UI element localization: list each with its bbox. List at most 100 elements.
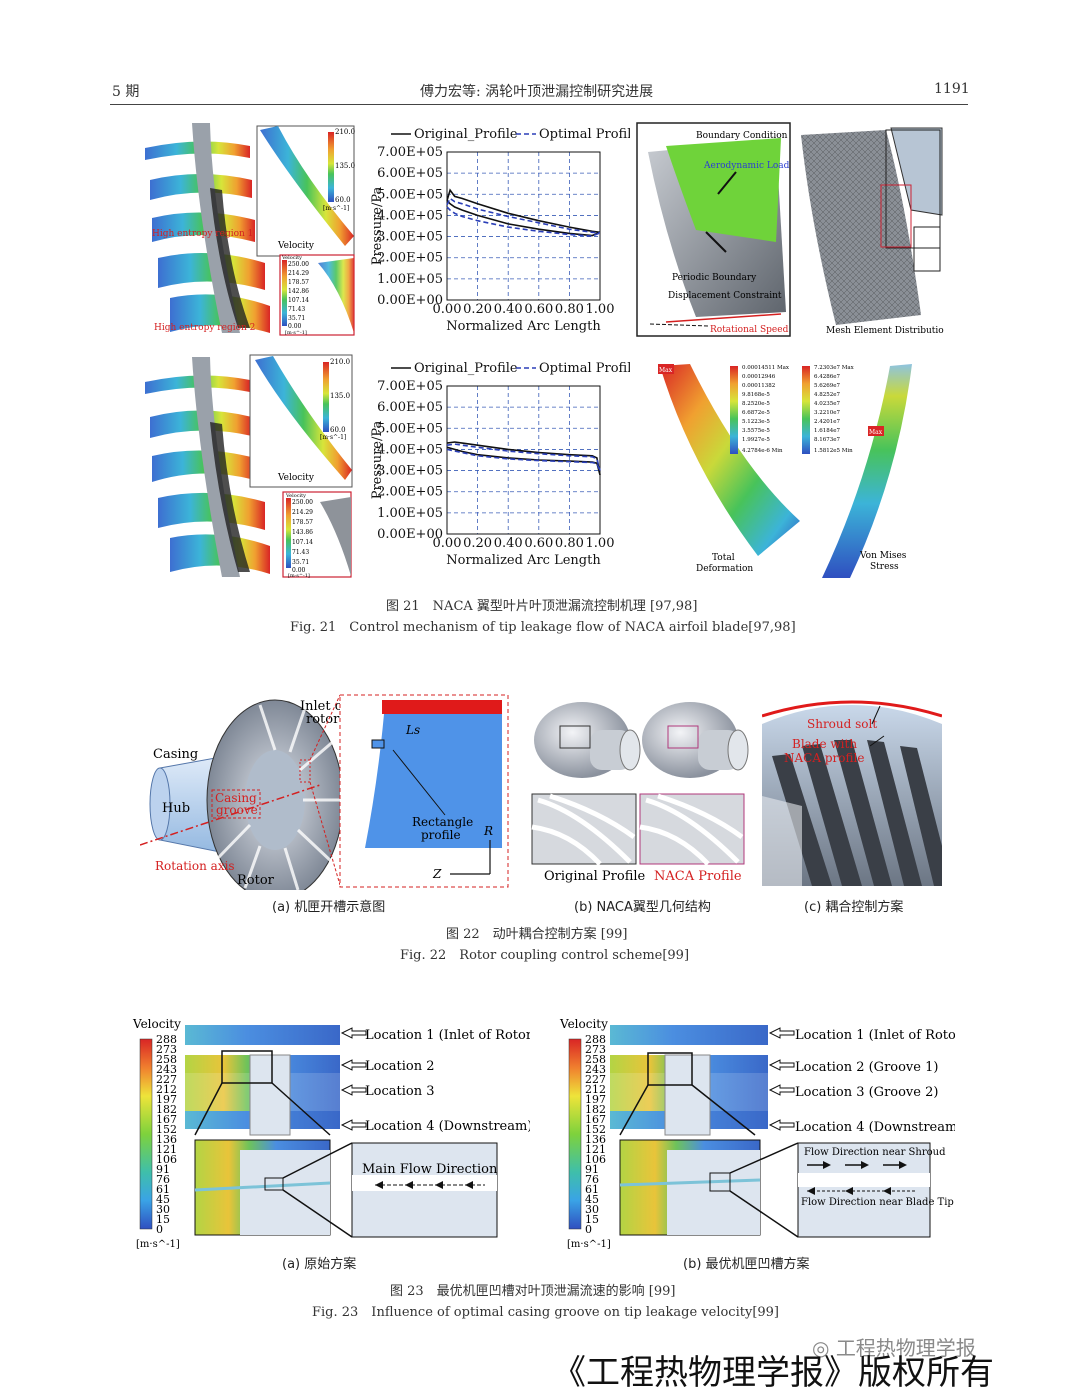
watermark: ◎ 工程热物理学报 (812, 1332, 976, 1361)
zoom-tick: 178.57 (292, 519, 313, 526)
periodic-arrow (705, 231, 727, 253)
velocity-tick: 197 (156, 1093, 177, 1106)
rectangle-profile-label: profile (421, 828, 461, 842)
velocity-tick: 167 (585, 1113, 606, 1126)
wechat-icon: ◎ (812, 1336, 836, 1360)
def-tick: 9.8168e-5 (742, 392, 770, 398)
y-tick-label: 5.00E+05 (377, 187, 443, 202)
fig22-a-label: (a) 机匣开槽示意图 (272, 900, 386, 915)
velocity-tick: 243 (156, 1063, 177, 1076)
y-tick-label: 3.00E+05 (377, 464, 443, 479)
velocity-tick: 197 (585, 1093, 606, 1106)
series-line (446, 206, 601, 237)
ls-label: Ls (405, 723, 420, 737)
scale-max-label: 210.0 (330, 358, 350, 366)
y-axis-label: Pressure/Pa (370, 186, 385, 265)
velocity-tick: 152 (156, 1123, 177, 1136)
inlet-label: rotor (306, 712, 340, 727)
legend-entry: Optimal Profile (539, 361, 630, 376)
velocity-tick: 91 (585, 1163, 599, 1176)
velocity-title: Velocity (132, 1017, 181, 1031)
def-tick: 6.6872e-5 (742, 410, 770, 416)
header-rule (110, 104, 968, 105)
scale-unit-label: [m·s^-1] (323, 205, 349, 212)
stress-tick: 4.0235e7 (814, 401, 840, 407)
velocity-tick: 0 (156, 1223, 163, 1236)
zoom-tick: 107.14 (288, 297, 309, 304)
location-4-label: Location 4 (Downstream) (365, 1119, 530, 1134)
y-tick-label: 2.00E+05 (377, 485, 443, 500)
zoom-tick: 35.71 (292, 559, 309, 566)
aero-arrow (717, 171, 737, 195)
velocity-tick: 273 (156, 1043, 177, 1056)
fig23-caption-en: Fig. 23 Influence of optimal casing groo… (312, 1305, 780, 1320)
velocity-tick: 212 (585, 1083, 606, 1096)
velocity-tick: 30 (585, 1203, 599, 1216)
stress-tick: 5.6269e7 (814, 383, 840, 389)
rotational-speed-label: Rotational Speed (710, 325, 789, 335)
fig22-c-label: (c) 耦合控制方案 (804, 900, 904, 915)
legend-entry: Original_Profile (414, 127, 518, 142)
velocity-unit: [m·s^-1] (136, 1239, 180, 1250)
y-tick-label: 7.00E+05 (377, 145, 443, 160)
zoom-velocity-title: Velocity (285, 493, 306, 499)
total-deformation-label: Total (712, 553, 735, 563)
zoom-unit: [m·s^-1] (288, 572, 310, 579)
velocity-tick: 167 (156, 1113, 177, 1126)
y-tick-label: 0.00E+00 (377, 527, 443, 542)
blade-naca-label: Blade with (792, 737, 857, 751)
inlet-label: Inlet of (300, 699, 349, 714)
velocity-tick: 227 (585, 1073, 606, 1086)
x-tick-label: 0.20 (463, 536, 492, 551)
velocity-tick: 243 (585, 1063, 606, 1076)
stress-tick: 6.4286e7 (814, 374, 840, 380)
velocity-tick: 152 (585, 1123, 606, 1136)
fig22-caption-cn: 图 22 动叶耦合控制方案 [99] (446, 927, 628, 942)
x-tick-label: 0.80 (555, 536, 584, 551)
page-number: 1191 (934, 81, 970, 97)
stress-tick: 4.8252e7 (814, 392, 840, 398)
y-tick-label: 2.00E+05 (377, 251, 443, 266)
zoom-tick: 250.00 (292, 499, 313, 506)
zoom-tick: 214.29 (288, 270, 309, 277)
x-tick-label: 0.60 (524, 302, 553, 317)
velocity-tick: 136 (156, 1133, 177, 1146)
series-line (446, 448, 601, 471)
zoom-tick: 71.43 (288, 306, 305, 313)
location-2-label: Location 2 (Groove 1) (795, 1060, 938, 1075)
zoom-tick: 0.00 (288, 323, 302, 330)
stress-tick: 1.6184e7 (814, 428, 840, 434)
displacement-constraint-label: Displacement Constraint (668, 291, 782, 301)
y-tick-label: 0.00E+00 (377, 293, 443, 308)
zoom-tick: 143.86 (292, 529, 313, 536)
zoom-tick: 214.29 (292, 509, 313, 516)
series-line (446, 441, 601, 475)
fig22-b-label: (b) NACA翼型几何结构 (574, 900, 711, 915)
copyright-notice: 《工程热物理学报》版权所有 (552, 1353, 994, 1393)
y-axis-label: Pressure/Pa (370, 420, 385, 499)
velocity-unit: [m·s^-1] (567, 1239, 611, 1250)
total-deformation-label: Deformation (696, 564, 753, 574)
zoom-tick: 0.00 (292, 567, 306, 574)
velocity-label: Velocity (277, 241, 315, 251)
scale-unit-label: [m·s^-1] (320, 434, 346, 441)
mesh-distribution-label: Mesh Element Distribution (826, 326, 944, 336)
location-2-label: Location 2 (365, 1059, 434, 1074)
velocity-tick: 15 (585, 1213, 599, 1226)
velocity-tick: 61 (585, 1183, 599, 1196)
hub-label: Hub (162, 801, 190, 816)
scale-mid-label: 135.0 (330, 392, 350, 400)
x-tick-label: 0.80 (555, 302, 584, 317)
fig21-row1-contour: 210.0 135.0 60.0 [m·s^-1] Velocity High … (140, 118, 355, 338)
fig23-b-label: (b) 最优机匣凹槽方案 (683, 1257, 810, 1272)
rotation-axis-label: Rotation axis (155, 859, 235, 873)
fig21-mesh-panel: Mesh Element Distribution (796, 125, 950, 337)
velocity-tick: 61 (156, 1183, 170, 1196)
scale-min-label: 60.0 (330, 426, 346, 434)
location-4-label: Location 4 (Downstream) (795, 1120, 955, 1135)
y-tick-label: 4.00E+05 (377, 442, 443, 457)
axis-z-label: Z (432, 867, 442, 881)
zoom-tick: 142.86 (288, 288, 309, 295)
